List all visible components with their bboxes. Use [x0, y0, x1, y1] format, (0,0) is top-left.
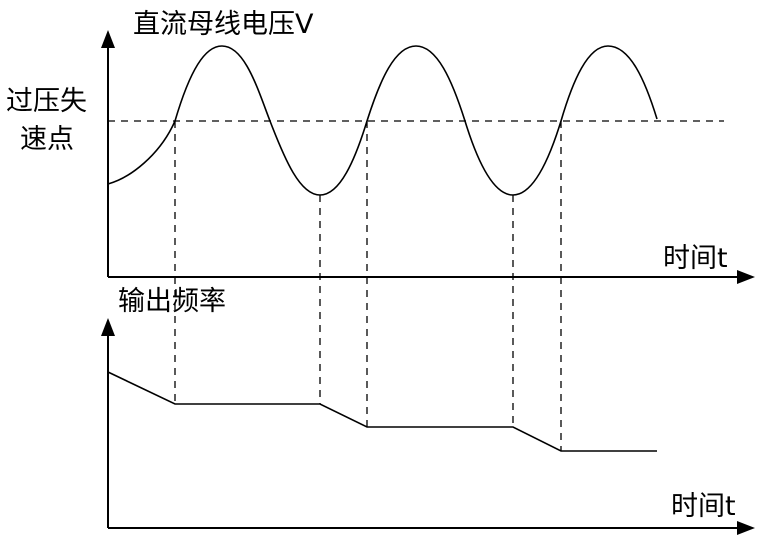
threshold-label-line2: 速点 [20, 124, 74, 155]
top-y-axis-label: 直流母线电压V [133, 9, 314, 40]
top-x-axis-label: 时间t [663, 243, 728, 274]
dc-bus-voltage-curve [107, 45, 658, 196]
bottom-x-axis-label: 时间t [671, 491, 736, 522]
top-x-axis-arrow [737, 270, 755, 284]
threshold-label-line1: 过压失 [6, 86, 87, 117]
bottom-x-axis-arrow [737, 521, 755, 535]
output-frequency-curve [107, 371, 657, 452]
bottom-y-axis-label: 输出频率 [118, 286, 226, 317]
bottom-y-axis-arrow [101, 318, 115, 336]
top-y-axis-arrow [101, 30, 115, 48]
